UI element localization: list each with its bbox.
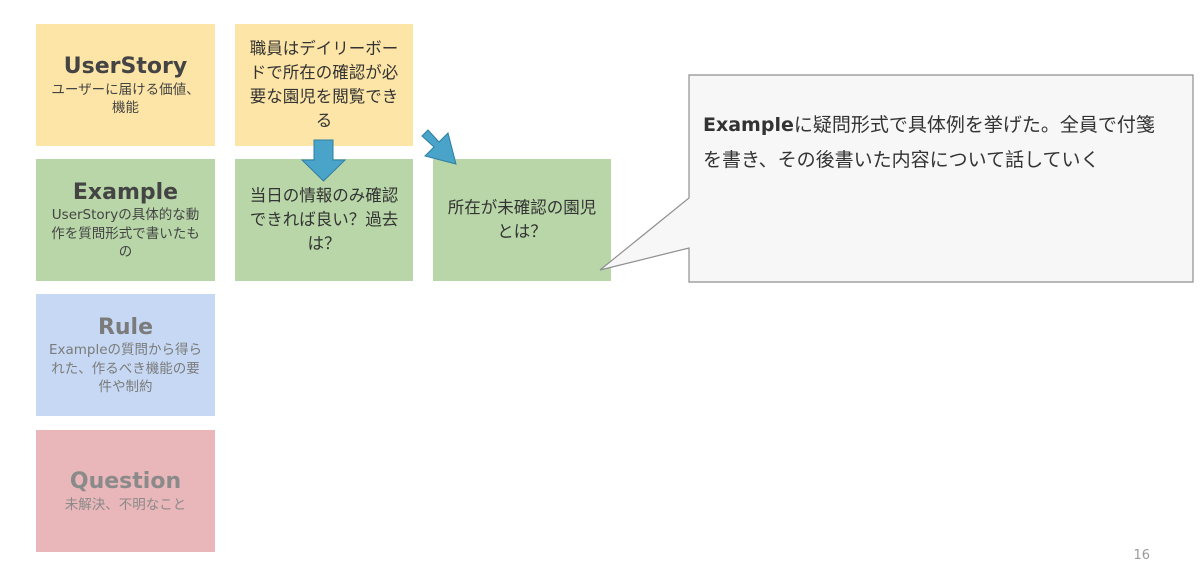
example-note-text-1: 当日の情報のみ確認できれば良い？過去は？ bbox=[249, 186, 399, 253]
legend-rule-desc: Exampleの質問から得られた、作るべき機能の要件や制約 bbox=[48, 342, 203, 395]
callout-bold-text: Example bbox=[703, 114, 794, 136]
callout-bubble bbox=[599, 74, 1194, 283]
legend-question-card: Question 未解決、不明なこと bbox=[36, 430, 215, 552]
legend-example-title: Example bbox=[72, 179, 179, 205]
example-note-text-2: 所在が未確認の園児とは？ bbox=[447, 198, 597, 241]
legend-userstory-title: UserStory bbox=[63, 54, 188, 80]
legend-rule-card: Rule Exampleの質問から得られた、作るべき機能の要件や制約 bbox=[36, 294, 215, 416]
userstory-note-text: 職員はデイリーボードで所在の確認が必要な園児を閲覧できる bbox=[249, 39, 399, 130]
callout-text: Exampleに疑問形式で具体例を挙げた。全員で付箋を書き、その後書いた内容につ… bbox=[703, 108, 1173, 178]
page-number: 16 bbox=[1133, 548, 1150, 563]
legend-userstory-card: UserStory ユーザーに届ける価値、機能 bbox=[36, 24, 215, 146]
userstory-sticky-note: 職員はデイリーボードで所在の確認が必要な園児を閲覧できる bbox=[235, 24, 413, 146]
legend-question-desc: 未解決、不明なこと bbox=[64, 496, 187, 513]
legend-example-card: Example UserStoryの具体的な動作を質問形式で書いたもの bbox=[36, 159, 215, 281]
example-sticky-note-2: 所在が未確認の園児とは？ bbox=[433, 159, 611, 281]
legend-rule-title: Rule bbox=[97, 314, 154, 340]
legend-question-title: Question bbox=[69, 469, 182, 495]
callout-body-text: に疑問形式で具体例を挙げた。全員で付箋を書き、その後書いた内容について話していく bbox=[703, 114, 1155, 172]
example-sticky-note-1: 当日の情報のみ確認できれば良い？過去は？ bbox=[235, 159, 413, 281]
legend-example-desc: UserStoryの具体的な動作を質問形式で書いたもの bbox=[51, 207, 200, 260]
legend-userstory-desc: ユーザーに届ける価値、機能 bbox=[51, 81, 200, 116]
